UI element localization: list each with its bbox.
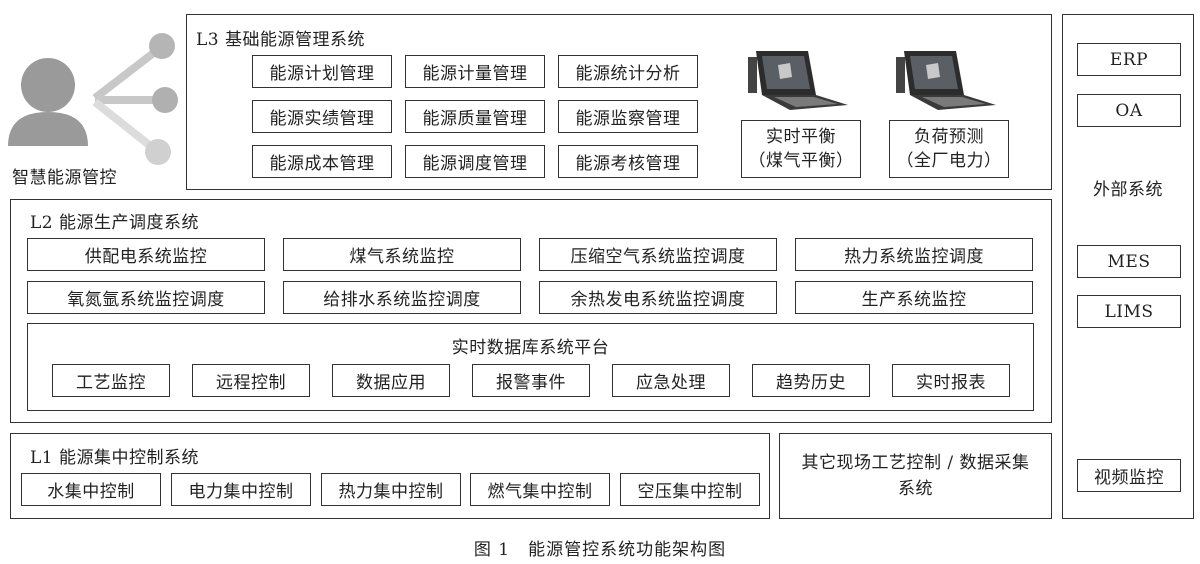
other-field-control-panel: 其它现场工艺控制 / 数据采集 系统 xyxy=(779,433,1052,519)
other-field-control-line1: 其它现场工艺控制 / 数据采集 xyxy=(801,453,1030,473)
rtdb-item: 工艺监控 xyxy=(52,364,170,397)
smart-energy-label: 智慧能源管控 xyxy=(12,168,117,188)
l3-module: 能源计量管理 xyxy=(405,55,545,88)
network-line xyxy=(92,44,163,102)
l1-item: 电力集中控制 xyxy=(171,473,311,506)
l2-module: 生产系统监控 xyxy=(795,281,1033,314)
rtdb-item: 远程控制 xyxy=(192,364,310,397)
l1-item: 热力集中控制 xyxy=(321,473,461,506)
l2-module: 压缩空气系统监控调度 xyxy=(539,238,777,271)
l3-module: 能源调度管理 xyxy=(405,145,545,178)
rtdb-item: 数据应用 xyxy=(332,364,450,397)
laptop-icon xyxy=(896,51,996,110)
network-line xyxy=(92,98,161,156)
l2-module: 煤气系统监控 xyxy=(283,238,521,271)
l2-module: 余热发电系统监控调度 xyxy=(539,281,777,314)
network-node xyxy=(149,33,175,59)
l2-module: 供配电系统监控 xyxy=(27,238,265,271)
rtdb-item: 趋势历史 xyxy=(752,364,870,397)
load-forecast-line2: （全厂电力） xyxy=(896,151,1002,171)
other-field-control-line2: 系统 xyxy=(898,479,933,499)
rtdb-item: 应急处理 xyxy=(612,364,730,397)
external-system-erp: ERP xyxy=(1077,43,1181,76)
external-system-video: 视频监控 xyxy=(1077,459,1181,492)
person-body xyxy=(8,112,88,146)
load-forecast-line1: 负荷预测 xyxy=(914,127,984,147)
l3-module: 能源统计分析 xyxy=(558,55,698,88)
l3-module: 能源监察管理 xyxy=(558,100,698,133)
rtdb-item: 报警事件 xyxy=(472,364,590,397)
network-node xyxy=(152,87,178,113)
person-head xyxy=(21,58,75,112)
l1-item: 燃气集中控制 xyxy=(470,473,610,506)
l3-module: 能源考核管理 xyxy=(558,145,698,178)
realtime-balance-line2: （煤气平衡） xyxy=(748,151,854,171)
l2-module: 给排水系统监控调度 xyxy=(283,281,521,314)
rtdb-item: 实时报表 xyxy=(892,364,1010,397)
l3-module: 能源计划管理 xyxy=(252,55,392,88)
external-system-mes: MES xyxy=(1077,245,1181,278)
l3-module: 能源实绩管理 xyxy=(252,100,392,133)
l1-item: 空压集中控制 xyxy=(620,473,760,506)
l1-title: L1 能源集中控制系统 xyxy=(30,448,200,468)
load-forecast-box: 负荷预测 （全厂电力） xyxy=(889,120,1009,178)
realtime-balance-line1: 实时平衡 xyxy=(766,127,836,147)
rtdb-title: 实时数据库系统平台 xyxy=(451,338,610,358)
l3-module: 能源质量管理 xyxy=(405,100,545,133)
external-system-lims: LIMS xyxy=(1077,295,1181,328)
external-system-oa: OA xyxy=(1077,94,1181,127)
l2-module: 氧氮氩系统监控调度 xyxy=(27,281,265,314)
laptop-icon xyxy=(748,51,848,110)
network-node xyxy=(145,139,171,165)
l2-module: 热力系统监控调度 xyxy=(795,238,1033,271)
realtime-balance-box: 实时平衡 （煤气平衡） xyxy=(741,120,861,178)
l3-title: L3 基础能源管理系统 xyxy=(196,30,366,50)
l3-module: 能源成本管理 xyxy=(252,145,392,178)
smart-energy-icon xyxy=(8,33,178,165)
figure-caption: 图 1 能源管控系统功能架构图 xyxy=(473,540,727,560)
l1-item: 水集中控制 xyxy=(21,473,161,506)
l2-title: L2 能源生产调度系统 xyxy=(30,213,200,233)
external-systems-label: 外部系统 xyxy=(1093,180,1163,200)
